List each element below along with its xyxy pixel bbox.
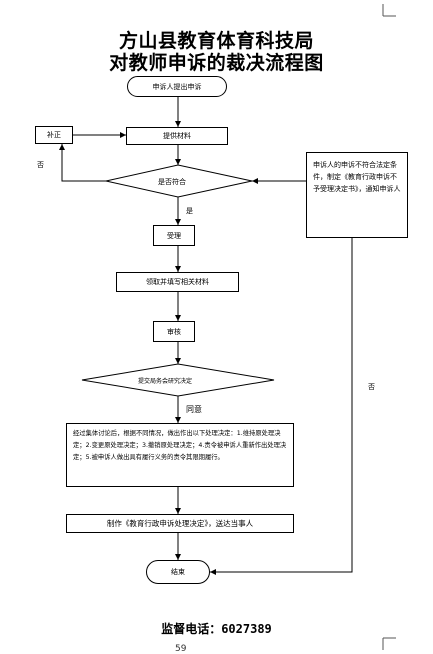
reject-note-box: 申诉人的申诉不符合法定条件，制定《教育行政申诉不予受理决定书》，通知申诉人 (306, 152, 408, 238)
decision-diamond-compliant (105, 164, 253, 198)
decision-compliant-label: 是否符合 (158, 178, 186, 186)
collect-materials-node: 领取并填写相关材料 (116, 272, 239, 292)
decision-diamond-committee (81, 363, 275, 397)
supplement-node: 补正 (35, 126, 73, 144)
title-line-1: 方山县教育体育科技局 (118, 30, 314, 52)
edge-label-yes: 是 (186, 207, 193, 215)
accept-node: 受理 (153, 225, 195, 246)
edge-label-no-right: 否 (368, 383, 375, 391)
decision-text-box: 经过集体讨论后，根据不同情况，做出作出以下处理决定：1.维持原处理决定；2.变更… (66, 423, 294, 487)
supervision-hotline: 监督电话：6027389 (161, 622, 272, 636)
page-number: 59 (175, 644, 187, 654)
review-node: 审核 (153, 321, 195, 342)
issue-decision-node: 制作《教育行政申诉处理决定》，送达当事人 (66, 514, 294, 533)
end-node: 结束 (146, 560, 210, 584)
edge-label-agree: 同意 (186, 405, 202, 414)
start-node: 申诉人提出申诉 (127, 76, 227, 97)
title-line-2: 对教师申诉的裁决流程图 (109, 52, 324, 74)
edge-label-no-left: 否 (37, 161, 44, 169)
committee-decision-label: 提交局务会研究决定 (138, 378, 193, 385)
provide-materials-node: 提供材料 (126, 127, 228, 145)
